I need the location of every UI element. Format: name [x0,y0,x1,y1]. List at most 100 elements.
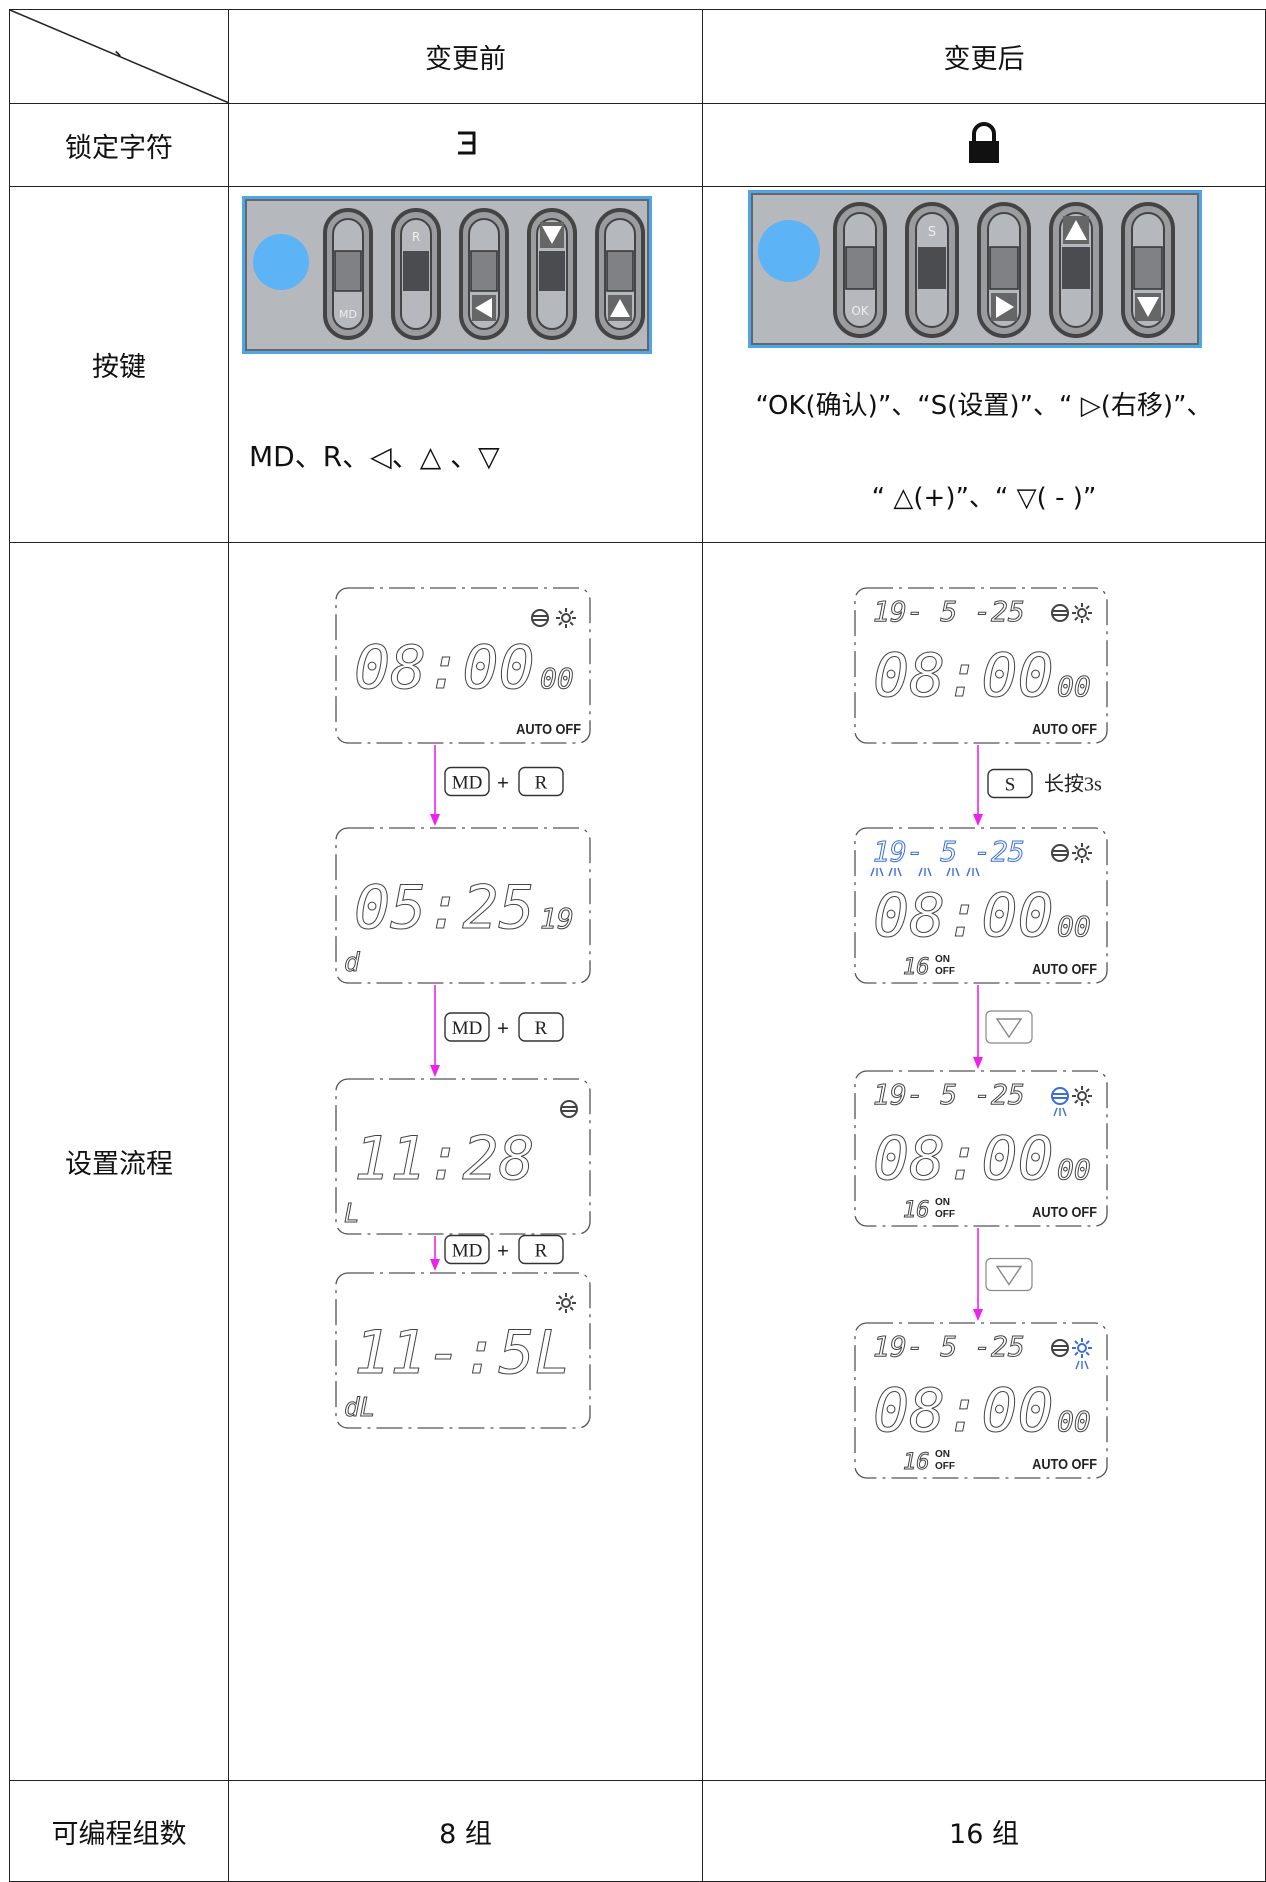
sun-icon [1072,1338,1092,1358]
setup-flow-label: 设置流程 [9,542,229,1781]
lcd-frame [854,587,1108,744]
program-groups-label: 可编程组数 [9,1780,229,1882]
lcd-seconds: 00 [1057,910,1091,943]
flow-arrow-head [973,1309,983,1321]
key-minus[interactable] [1121,202,1175,338]
lcd-date: 19- 5 -25 [873,835,1025,868]
flow-arrow-head [430,1259,440,1271]
lcd-main-digits: 08:00 [873,1376,1054,1446]
key-md-box: MD [444,766,490,797]
lcd-seconds: 00 [1057,1405,1091,1438]
lcd-main-digits: 11:28 [354,1124,535,1194]
lcd-frame [335,827,591,984]
lcd-main-digits: 08:00 [873,881,1054,951]
svg-text:R: R [412,230,420,244]
key-up[interactable] [595,208,645,340]
plus-sign: + [497,1018,509,1040]
flow-arrow-head [430,814,440,826]
cooling-icon [1051,1087,1069,1105]
key-down-box [985,1010,1033,1044]
lcd-mode-letter: d [344,948,360,978]
key-ok[interactable]: OK [833,202,887,338]
key-plus[interactable] [1049,202,1103,338]
flow-arrow-head [973,1057,983,1069]
lcd-off-label: OFF [935,966,955,977]
blink-mark [946,867,960,877]
key-label: R [535,773,548,794]
lcd-on-label: ON [935,1449,950,1460]
lcd-off-label: OFF [935,1209,955,1220]
lcd-on-label: ON [935,1197,950,1208]
lcd-program-number: 16 [903,955,930,980]
blink-mark [1075,1360,1089,1370]
key-down-box [985,1257,1033,1292]
cooling-icon [1051,1339,1069,1357]
key-label: MD [452,1241,483,1262]
keys-after-text-line1: “OK(确认)”、“S(设置)”、“ ▷(右移)”、 [755,391,1213,421]
keys-before-cell: MD R [228,186,703,543]
key-md-box: MD [444,1234,490,1265]
lcd-program-number: 16 [903,1198,930,1223]
sun-icon [556,608,576,628]
sun-icon [1072,843,1092,863]
lcd-mode-letter: dL [344,1393,375,1423]
blink-mark [1053,1107,1067,1117]
key-down[interactable] [527,208,577,340]
svg-text:MD: MD [339,308,357,321]
lcd-main-digits: 08:00 [873,1124,1054,1194]
sun-icon [1072,603,1092,623]
program-groups-before: 8 组 [228,1780,703,1882]
lock-char-after [702,103,1266,187]
corner-cell: 、 [9,9,229,104]
key-r[interactable]: R [391,208,441,340]
lcd-frame [854,1322,1108,1479]
lock-char-row: 锁定字符 [9,103,1266,187]
plus-sign: + [497,773,509,795]
lcd-main-digits: 11-:5L [354,1318,571,1388]
lcd-status: AUTO OFF [516,720,581,737]
lcd-status: AUTO OFF [1032,1203,1097,1220]
cooling-icon [531,609,549,627]
key-label: MD [452,773,483,794]
lcd-status: AUTO OFF [1032,960,1097,977]
lcd-frame [335,1078,591,1235]
lcd-on-label: ON [935,954,950,965]
indicator-led [253,234,309,290]
plus-sign: + [497,1241,509,1263]
lcd-date: 19- 5 -25 [873,1078,1025,1111]
keys-before-text: MD、R、◁、△ 、▽ [249,440,500,473]
program-groups-after: 16 组 [702,1780,1266,1882]
long-press-note: 长按3s [1044,773,1102,796]
lcd-frame [335,1272,591,1429]
cooling-icon [560,1100,578,1118]
blink-mark [888,867,902,877]
lcd-seconds: 00 [1057,1153,1091,1186]
lcd-main-digits: 05:25 [354,873,535,943]
lcd-seconds: 19 [540,902,574,935]
key-r-box: R [518,766,564,797]
key-label: S [1005,775,1016,796]
lcd-frame [854,1070,1108,1227]
key-r-box: R [518,1012,564,1042]
lcd-display-before-3: 11:28L [335,1078,591,1235]
cooling-icon [1051,844,1069,862]
comparison-table: 、 变更前 变更后 锁定字符 按键 [9,9,1266,1882]
program-groups-row: 可编程组数 8 组 16 组 [9,1780,1266,1882]
key-md-box: MD [444,1012,490,1042]
key-left[interactable] [459,208,509,340]
key-s[interactable]: S [905,202,959,338]
key-md[interactable]: MD [323,208,373,340]
keys-row: 按键 MD R [9,186,1266,543]
lock-glyph-old-icon [457,131,475,155]
key-right[interactable] [977,202,1031,338]
key-label: MD [452,1018,483,1039]
